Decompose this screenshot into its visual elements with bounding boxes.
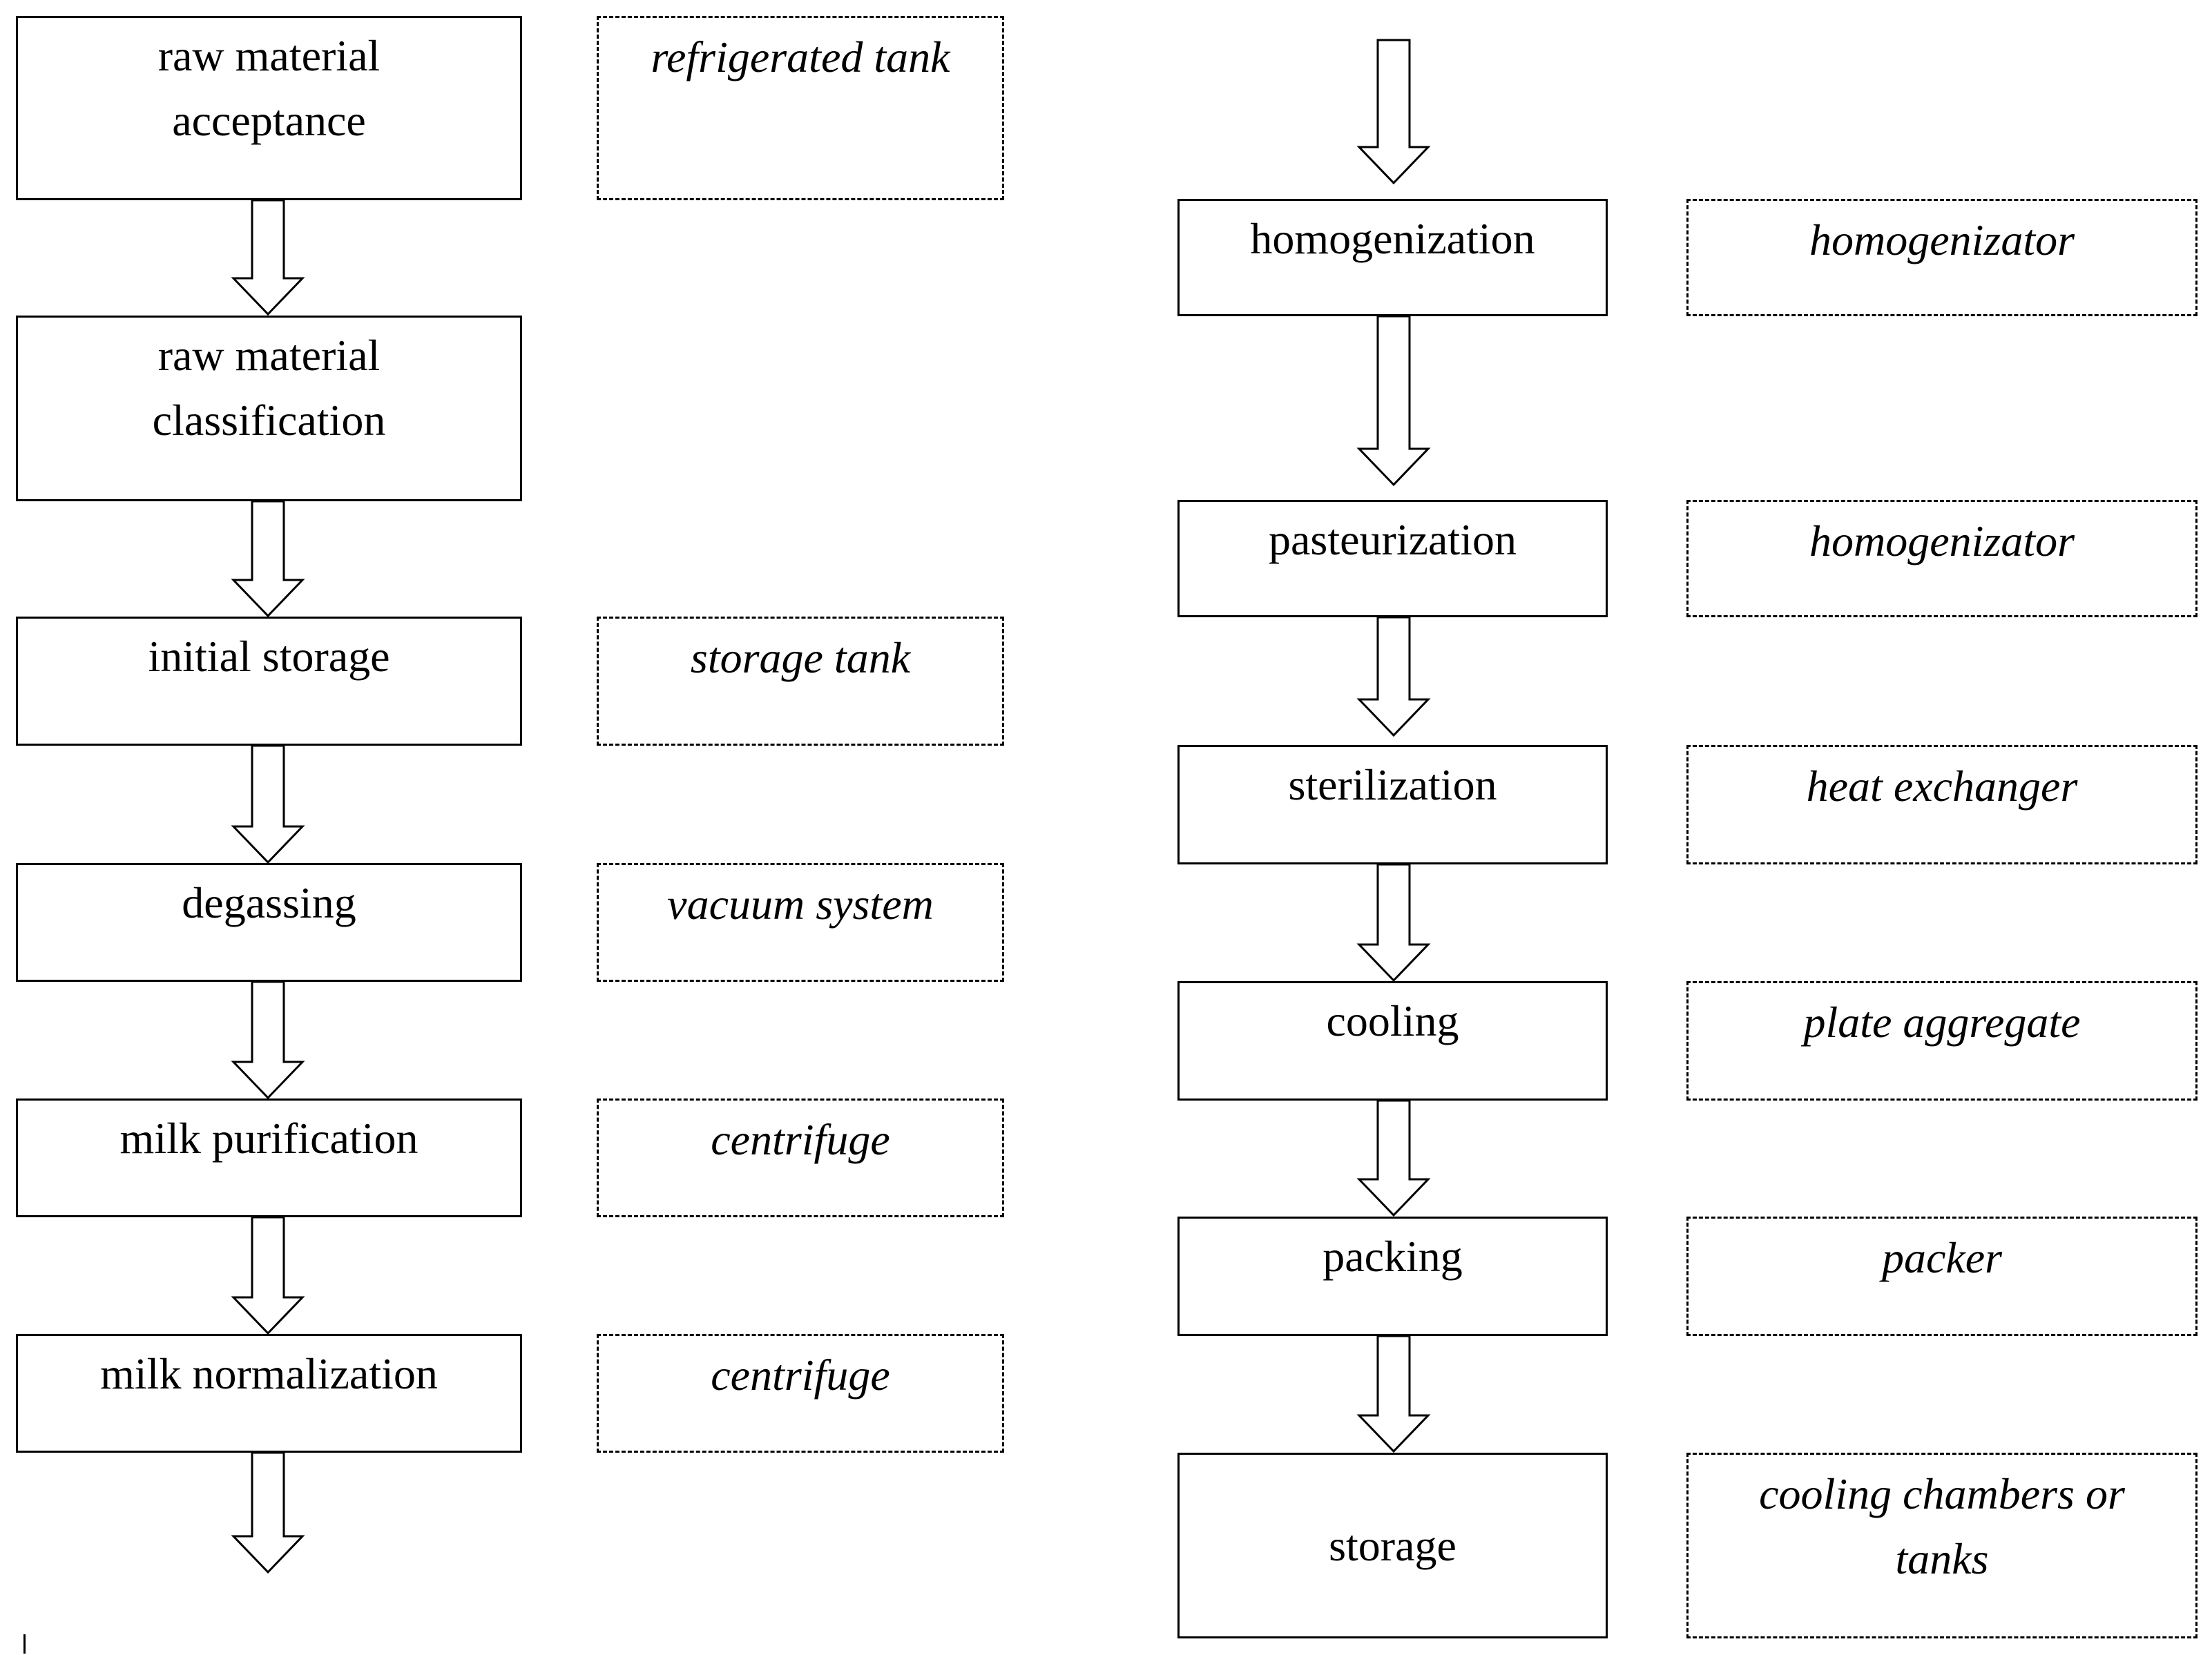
equipment-label: homogenizator xyxy=(1809,215,2075,264)
step-cooling: cooling xyxy=(1177,981,1608,1101)
step-milk-normalization: milk normalization xyxy=(16,1334,522,1453)
step-label: storage xyxy=(1329,1520,1456,1570)
step-label: homogenization xyxy=(1250,214,1535,263)
equipment-plate-aggregate: plate aggregate xyxy=(1686,981,2197,1101)
flow-arrow xyxy=(231,500,305,618)
step-raw-material-classification: raw material classification xyxy=(16,316,522,501)
flow-arrow xyxy=(231,199,305,316)
equipment-label: centrifuge xyxy=(711,1115,890,1164)
equipment-label: refrigerated tank xyxy=(651,32,950,81)
step-sterilization: sterilization xyxy=(1177,745,1608,864)
flow-arrow xyxy=(231,1216,305,1335)
step-raw-material-acceptance: raw material acceptance xyxy=(16,16,522,200)
equipment-homogenizator-2: homogenizator xyxy=(1686,500,2197,617)
step-label: pasteurization xyxy=(1269,515,1517,564)
equipment-label: heat exchanger xyxy=(1806,762,2078,811)
equipment-label: storage tank xyxy=(690,633,911,682)
equipment-label: homogenizator xyxy=(1809,516,2075,565)
step-milk-purification: milk purification xyxy=(16,1099,522,1217)
step-packing: packing xyxy=(1177,1217,1608,1336)
step-label: sterilization xyxy=(1288,760,1497,809)
step-label: raw material acceptance xyxy=(157,31,381,145)
equipment-cooling-chambers-or-tanks: cooling chambers or tanks xyxy=(1686,1453,2197,1638)
equipment-label: cooling chambers or tanks xyxy=(1759,1469,2125,1583)
equipment-label: centrifuge xyxy=(711,1351,890,1400)
equipment-homogenizator-1: homogenizator xyxy=(1686,199,2197,316)
equipment-refrigerated-tank: refrigerated tank xyxy=(597,16,1004,200)
flow-arrow xyxy=(1356,1099,1431,1217)
step-label: raw material classification xyxy=(152,331,386,445)
step-label: initial storage xyxy=(148,632,390,681)
flow-arrow xyxy=(1356,863,1431,983)
equipment-centrifuge-normalization: centrifuge xyxy=(597,1334,1004,1453)
equipment-vacuum-system: vacuum system xyxy=(597,863,1004,982)
flow-arrow xyxy=(231,980,305,1100)
equipment-storage-tank: storage tank xyxy=(597,617,1004,746)
flow-arrow xyxy=(231,744,305,864)
step-label: degassing xyxy=(182,878,356,927)
flow-arrow xyxy=(1356,315,1431,487)
step-homogenization: homogenization xyxy=(1177,199,1608,316)
step-label: milk purification xyxy=(119,1114,419,1163)
equipment-label: packer xyxy=(1881,1233,2003,1282)
step-storage: storage xyxy=(1177,1453,1608,1638)
equipment-packer: packer xyxy=(1686,1217,2197,1336)
equipment-label: plate aggregate xyxy=(1803,998,2081,1047)
flow-arrow-continues xyxy=(231,1451,305,1574)
equipment-centrifuge-purification: centrifuge xyxy=(597,1099,1004,1217)
step-pasteurization: pasteurization xyxy=(1177,500,1608,617)
flow-arrow xyxy=(1356,616,1431,737)
step-label: packing xyxy=(1323,1232,1463,1281)
equipment-label: vacuum system xyxy=(667,880,934,929)
flow-arrow xyxy=(1356,1335,1431,1453)
equipment-heat-exchanger: heat exchanger xyxy=(1686,745,2197,864)
step-label: cooling xyxy=(1326,996,1459,1045)
flow-arrow-continued xyxy=(1356,39,1431,185)
step-label: milk normalization xyxy=(100,1349,438,1398)
edge-tick-mark xyxy=(23,1634,26,1654)
